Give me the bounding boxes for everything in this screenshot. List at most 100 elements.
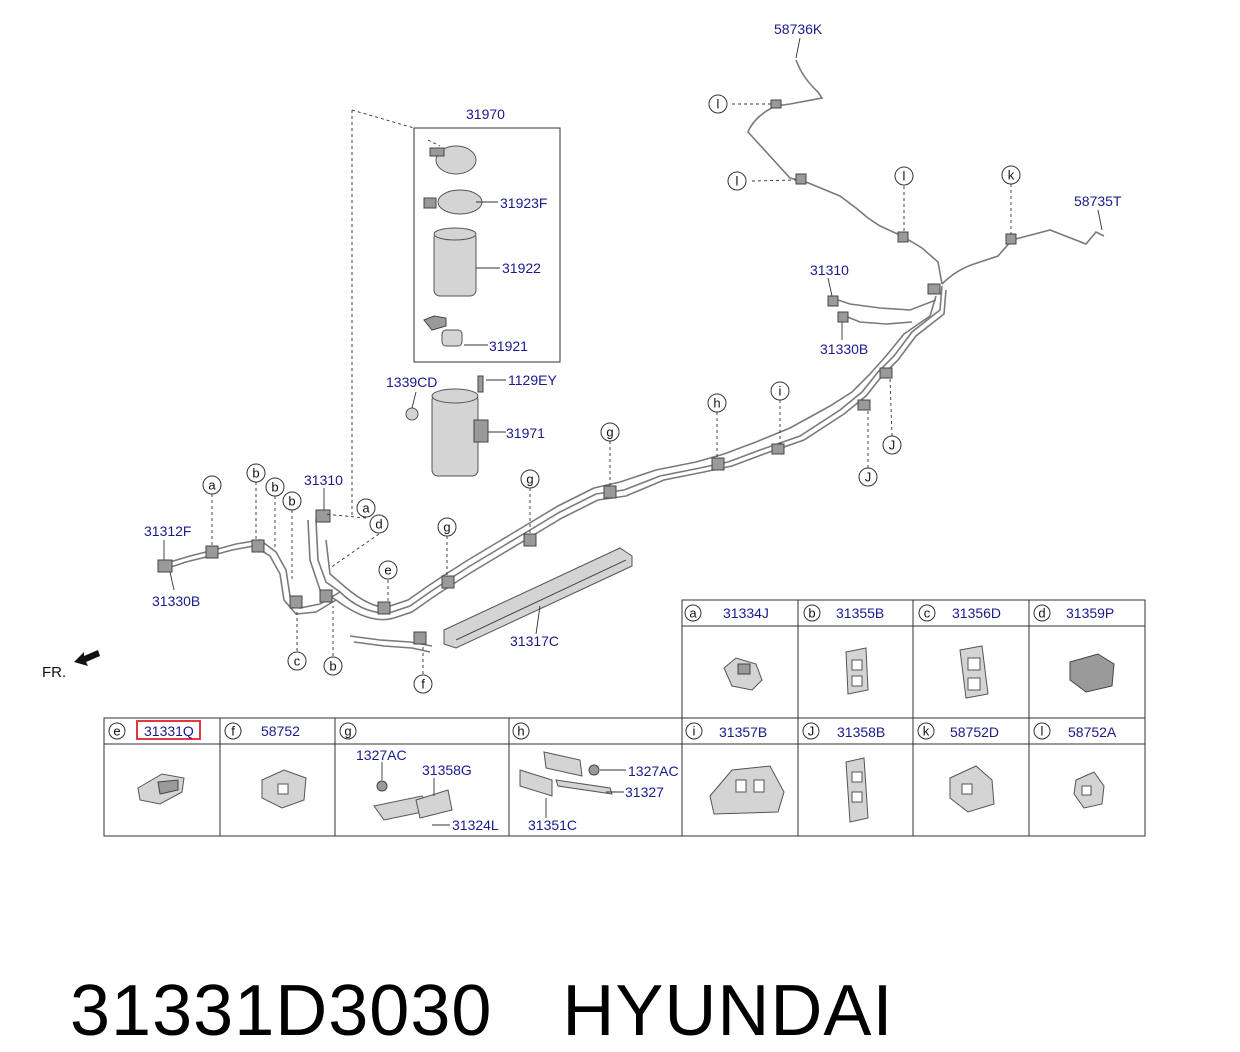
front-direction-arrow-icon (74, 650, 100, 666)
svg-text:l: l (1041, 724, 1044, 739)
label-31970: 31970 (466, 106, 505, 122)
svg-text:g: g (344, 724, 351, 739)
label-31310-right: 31310 (810, 262, 849, 278)
label-31317C: 31317C (510, 633, 559, 649)
table-g-31358G: 31358G (422, 762, 472, 778)
filter-bracket (405, 375, 506, 477)
table-h-1327AC: 1327AC (628, 763, 679, 779)
svg-text:g: g (606, 425, 613, 440)
svg-text:l: l (736, 174, 739, 189)
callout-l-3: l (894, 166, 914, 186)
callout-g-1: g (600, 422, 620, 442)
skid-plate (443, 547, 633, 649)
table-part-31356D: 31356D (952, 605, 1001, 621)
callout-J-1: J (882, 435, 902, 455)
pipe-clips (157, 99, 1017, 645)
table-part-31358B: 31358B (837, 724, 885, 740)
table-cell-g: g (339, 722, 357, 740)
callouts: l l l k i h g g g J J a b b b a d e c b … (202, 94, 1021, 694)
part-labels: 58736K 31970 31923F 31922 31921 1339CD 1… (42, 21, 1122, 681)
callout-d: d (369, 514, 389, 534)
svg-text:J: J (808, 724, 815, 739)
svg-text:b: b (329, 659, 336, 674)
table-cell-i: i 31357B (685, 722, 767, 740)
svg-text:J: J (865, 470, 872, 485)
callout-h: h (707, 393, 727, 413)
filter-assembly-box (351, 109, 561, 518)
svg-text:h: h (517, 724, 524, 739)
upper-pipe-run (593, 59, 1105, 501)
table-part-58752A: 58752A (1068, 724, 1117, 740)
front-direction-label: FR. (42, 664, 66, 681)
callout-J-2: J (858, 467, 878, 487)
label-58735T: 58735T (1074, 193, 1122, 209)
label-31310-left: 31310 (304, 472, 343, 488)
table-part-31357B: 31357B (719, 724, 767, 740)
svg-text:a: a (689, 606, 697, 621)
callout-c: c (287, 651, 307, 671)
label-31921: 31921 (489, 338, 528, 354)
table-part-31355B: 31355B (836, 605, 884, 621)
callout-e: e (378, 560, 398, 580)
label-31330B-left: 31330B (152, 593, 200, 609)
table-row-2-parts (137, 751, 1105, 826)
callout-l-2: l (727, 171, 747, 191)
label-31922: 31922 (502, 260, 541, 276)
callout-l-1: l (708, 94, 728, 114)
svg-text:b: b (252, 466, 259, 481)
callout-k: k (1001, 165, 1021, 185)
callout-a-1: a (202, 475, 222, 495)
table-part-31331Q[interactable]: 31331Q (144, 723, 194, 739)
label-1129EY: 1129EY (508, 372, 557, 388)
table-cell-J: J 31358B (802, 722, 885, 740)
label-31971: 31971 (506, 425, 545, 441)
svg-text:k: k (923, 724, 930, 739)
callout-g-2: g (520, 469, 540, 489)
svg-text:b: b (808, 606, 815, 621)
callout-g-3: g (437, 517, 457, 537)
label-31330B-right: 31330B (820, 341, 868, 357)
callout-leaders (163, 37, 1103, 674)
callout-b-4: b (323, 656, 343, 676)
svg-text:c: c (294, 654, 301, 669)
svg-text:b: b (288, 494, 295, 509)
svg-text:d: d (1038, 606, 1045, 621)
highlight-box (136, 720, 201, 740)
svg-text:i: i (693, 724, 696, 739)
svg-text:f: f (421, 677, 425, 692)
svg-text:l: l (903, 169, 906, 184)
svg-text:f: f (231, 724, 235, 739)
svg-text:d: d (375, 517, 382, 532)
table-sub-labels: 1327AC 31358G 31324L 1327AC 31327 31351C (356, 747, 679, 833)
table-cell-f: f 58752 (224, 722, 300, 740)
table-cell-e: e 31331Q (108, 720, 201, 740)
svg-text:g: g (526, 472, 533, 487)
callout-a-2: a (356, 498, 376, 518)
table-g-31324L: 31324L (452, 817, 499, 833)
svg-text:b: b (271, 480, 278, 495)
table-cell-h: h (512, 722, 530, 740)
callout-b-3: b (282, 491, 302, 511)
svg-text:e: e (384, 563, 391, 578)
callout-i: i (770, 381, 790, 401)
svg-text:g: g (443, 520, 450, 535)
svg-text:e: e (113, 724, 120, 739)
table-part-31359P: 31359P (1066, 605, 1114, 621)
label-31923F: 31923F (500, 195, 547, 211)
fuel-line-diagram: 58736K 31970 31923F 31922 31921 1339CD 1… (42, 21, 1146, 837)
callout-f: f (413, 674, 433, 694)
part-number-text: 31331D3030 (70, 971, 493, 1051)
label-31312F: 31312F (144, 523, 191, 539)
label-1339CD: 1339CD (386, 374, 437, 390)
table-cell-b: b 31355B (803, 604, 884, 622)
table-g-1327AC: 1327AC (356, 747, 407, 763)
svg-text:a: a (362, 501, 370, 516)
svg-text:J: J (889, 438, 896, 453)
table-part-58752: 58752 (261, 723, 300, 739)
table-cell-l: l 58752A (1033, 722, 1117, 740)
